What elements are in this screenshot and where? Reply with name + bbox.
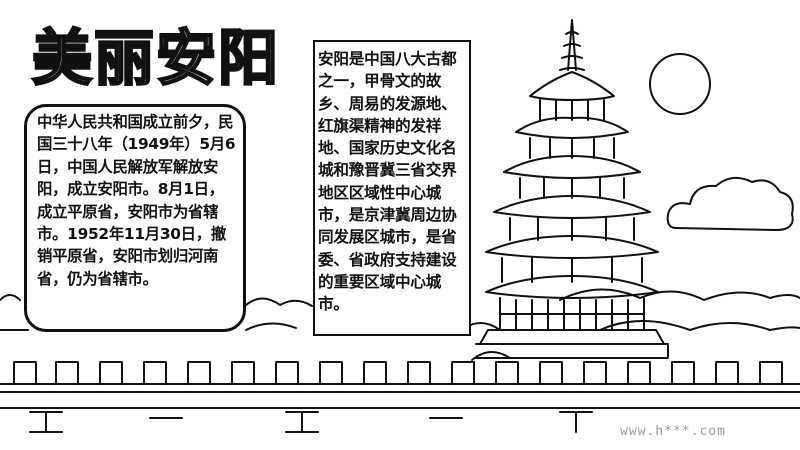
history-text-box: 中华人民共和国成立前夕，民国三十八年（1949年）5月6日，中国人民解放军解放安… [24,104,246,332]
cloud-icon [666,176,794,231]
intro-text: 安阳是中国八大古都之一，甲骨文的故乡、周易的发源地、红旗渠精神的发祥地、国家历史… [318,50,457,314]
city-wall [0,361,800,433]
pagoda-illustration [475,19,669,359]
history-text: 中华人民共和国成立前夕，民国三十八年（1949年）5月6日，中国人民解放军解放安… [37,113,236,288]
wall-bricks [29,411,593,433]
wall-battlements [13,361,783,385]
sun-icon [649,53,711,115]
intro-text-box: 安阳是中国八大古都之一，甲骨文的故乡、周易的发源地、红旗渠精神的发祥地、国家历史… [313,40,471,336]
watermark: www.h***.com [620,424,726,439]
poster-title: 美丽安阳 [31,23,280,96]
